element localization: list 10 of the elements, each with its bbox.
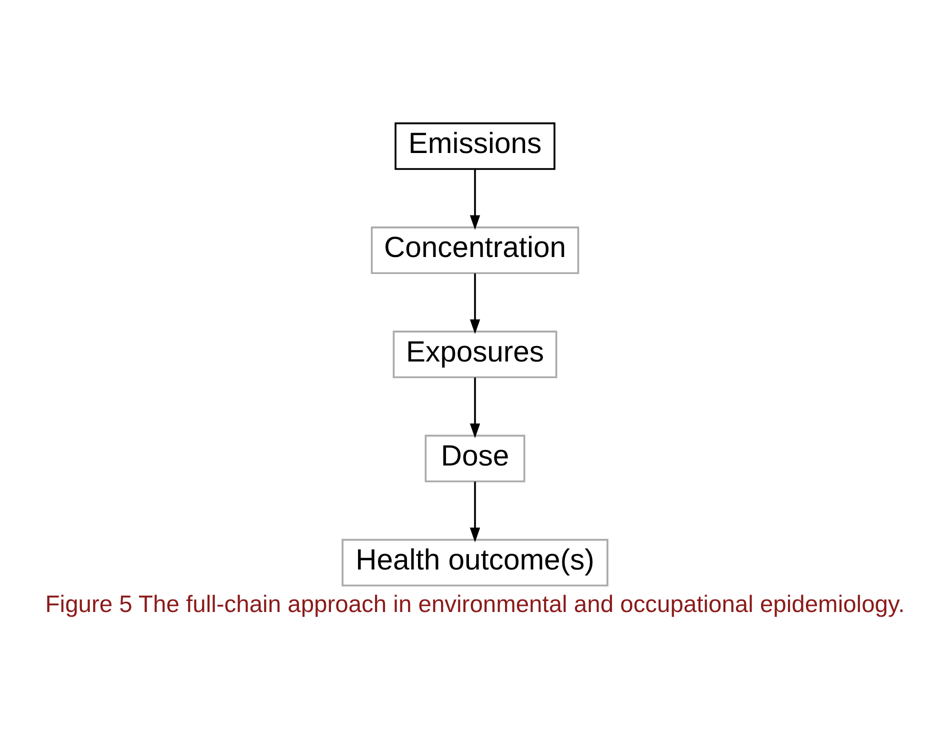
arrow	[470, 482, 480, 542]
node-box: Exposures	[392, 330, 558, 378]
node-box: Dose	[424, 434, 526, 482]
arrow	[470, 378, 480, 438]
node-box: Emissions	[394, 122, 556, 170]
node-box: Health outcome(s)	[342, 538, 608, 586]
caption: Figure 5 The full-chain approach in environmental and occupational epidemiology.	[45, 592, 905, 618]
arrow	[470, 169, 480, 230]
node-box: Concentration	[370, 226, 580, 274]
arrow	[470, 273, 480, 334]
